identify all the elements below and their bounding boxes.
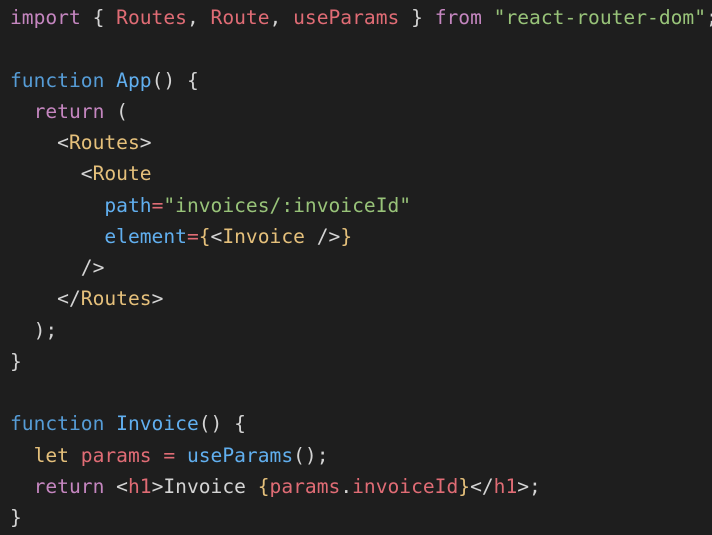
code-token: < bbox=[10, 131, 69, 154]
code-token: /> bbox=[10, 256, 105, 279]
code-token bbox=[10, 225, 104, 248]
code-line: </Routes> bbox=[10, 283, 712, 314]
code-line: return <h1>Invoice {params.invoiceId}</h… bbox=[10, 471, 712, 502]
code-token: params bbox=[80, 443, 152, 467]
code-token: { bbox=[257, 474, 270, 498]
code-token: function bbox=[10, 68, 105, 92]
code-token: from bbox=[434, 6, 482, 29]
code-token: "react-router-dom" bbox=[493, 6, 707, 29]
code-token: Routes bbox=[68, 131, 140, 154]
code-token: params bbox=[269, 474, 341, 498]
code-token: element bbox=[104, 224, 187, 248]
code-block[interactable]: import { Routes, Route, useParams } from… bbox=[10, 2, 712, 533]
code-token: = bbox=[151, 193, 164, 217]
code-token: >Invoice bbox=[151, 474, 258, 498]
code-token bbox=[152, 444, 164, 467]
code-token: } bbox=[10, 349, 22, 373]
code-token: Invoice bbox=[222, 224, 305, 248]
code-token: < bbox=[210, 224, 223, 248]
code-token: </ bbox=[470, 474, 494, 498]
code-line: return ( bbox=[10, 96, 712, 127]
code-line: path="invoices/:invoiceId" bbox=[10, 190, 712, 221]
code-token: function bbox=[10, 412, 105, 436]
code-line: ); bbox=[10, 315, 712, 346]
code-token: let bbox=[33, 443, 69, 467]
code-line: ​ bbox=[10, 33, 712, 64]
code-token bbox=[104, 412, 116, 435]
code-token: useParams bbox=[186, 443, 294, 467]
code-token: Route bbox=[210, 6, 270, 29]
code-token bbox=[175, 444, 187, 467]
code-token: Invoice bbox=[116, 412, 199, 436]
code-token: return bbox=[33, 99, 105, 123]
code-token: , bbox=[269, 6, 294, 29]
code-token: "invoices/:invoiceId" bbox=[163, 193, 412, 217]
code-token bbox=[10, 100, 34, 123]
code-token: Route bbox=[92, 162, 152, 186]
code-token bbox=[482, 6, 494, 29]
code-line: import { Routes, Route, useParams } from… bbox=[10, 2, 712, 33]
code-line: } bbox=[10, 502, 712, 533]
code-token: > bbox=[139, 131, 152, 154]
code-token: < bbox=[10, 162, 93, 186]
code-token: ); bbox=[10, 318, 58, 342]
code-token: invoiceId bbox=[352, 474, 459, 498]
code-token: = bbox=[163, 443, 176, 467]
code-token: , bbox=[186, 6, 211, 29]
code-line: let params = useParams(); bbox=[10, 440, 712, 471]
code-line: element={<Invoice />} bbox=[10, 221, 712, 252]
code-token: ( bbox=[104, 99, 128, 123]
code-token: { bbox=[198, 224, 211, 248]
code-token: useParams bbox=[293, 6, 400, 29]
code-token: () { bbox=[151, 68, 199, 92]
code-token: (); bbox=[293, 443, 329, 467]
code-token: App bbox=[116, 68, 152, 92]
code-token: } bbox=[399, 6, 435, 29]
code-token: >; bbox=[517, 474, 541, 498]
code-token: } bbox=[458, 474, 471, 498]
code-token: > bbox=[151, 287, 164, 311]
code-token: h1 bbox=[127, 474, 152, 498]
code-token: </ bbox=[10, 287, 81, 311]
code-line: ​ bbox=[10, 377, 712, 408]
code-line: } bbox=[10, 346, 712, 377]
code-token: } bbox=[10, 506, 22, 529]
code-token: = bbox=[186, 224, 199, 248]
code-token bbox=[10, 444, 34, 467]
code-line: /> bbox=[10, 252, 712, 283]
code-line: <Route bbox=[10, 158, 712, 189]
code-line: function App() { bbox=[10, 65, 712, 96]
code-token: Routes bbox=[116, 6, 187, 29]
code-token: path bbox=[104, 193, 152, 217]
code-token: import bbox=[10, 6, 81, 29]
code-token: } bbox=[340, 224, 353, 248]
code-token: /> bbox=[304, 224, 341, 248]
code-token: h1 bbox=[493, 474, 518, 498]
code-token bbox=[10, 194, 104, 217]
code-line: <Routes> bbox=[10, 127, 712, 158]
code-token: . bbox=[340, 474, 353, 498]
code-token: () { bbox=[198, 412, 246, 436]
code-token: Routes bbox=[80, 287, 152, 311]
code-line: function Invoice() { bbox=[10, 408, 712, 439]
code-token: { bbox=[80, 6, 117, 29]
code-token: < bbox=[104, 474, 128, 498]
code-token: ; bbox=[706, 6, 712, 29]
code-token bbox=[69, 444, 81, 467]
code-token: return bbox=[33, 474, 105, 498]
code-token bbox=[104, 69, 116, 92]
code-token bbox=[10, 475, 34, 498]
